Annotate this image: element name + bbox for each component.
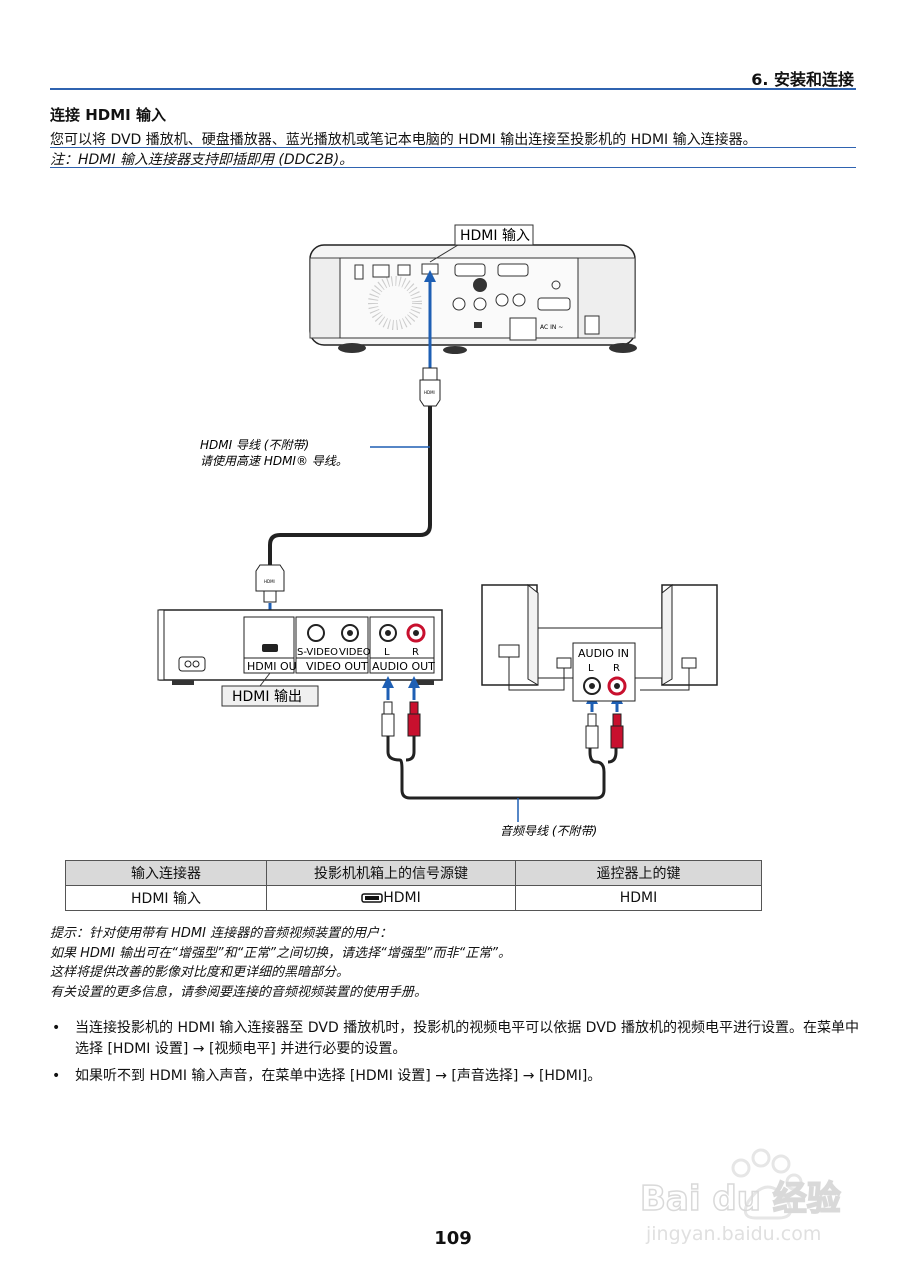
projector: AC IN ~ (309, 244, 637, 354)
hint-line: 如果 HDMI 输出可在“增强型”和“正常”之间切换，请选择“增强型”而非“正常… (50, 945, 511, 961)
watermark-brand: Bai du 经验 (640, 1179, 841, 1219)
port-video: VIDEO (339, 647, 371, 658)
baidu-watermark: Bai du 经验 jingyan.baidu.com (639, 1148, 841, 1245)
audio-cable (381, 701, 624, 822)
projector-arrow (424, 270, 436, 368)
port-r: R (412, 647, 419, 658)
hint-line: 这样将提供改善的影像对比度和更详细的黑暗部分。 (50, 965, 350, 980)
hdmi-out-callout: HDMI 输出 (221, 672, 319, 707)
port-l: L (384, 647, 390, 658)
port-svideo: S-VIDEO (297, 647, 338, 658)
page-number: 109 (434, 1228, 472, 1249)
intro-text: 您可以将 DVD 播放机、硬盘播放器、蓝光播放机或笔记本电脑的 HDMI 输出连… (50, 132, 757, 148)
table-cell: HDMI (515, 885, 762, 911)
dvd-audio-arrows (382, 676, 420, 700)
note-text: 注：HDMI 输入连接器支持即插即用 (DDC2B)。 (50, 152, 354, 168)
bullet-item: • 当连接投影机的 HDMI 输入连接器至 DVD 播放机时，投影机的视频电平可… (50, 1018, 860, 1060)
bullet-text: 当连接投影机的 HDMI 输入连接器至 DVD 播放机时，投影机的视频电平可以依… (75, 1020, 859, 1057)
table-cell-source-key: HDMI (266, 885, 516, 911)
bullet-dot: • (52, 1068, 61, 1084)
intro-underline (50, 147, 856, 148)
bullet-item: • 如果听不到 HDMI 输入声音，在菜单中选择 [HDMI 设置] → [声音… (50, 1066, 860, 1087)
hdmi-port-icon (361, 893, 383, 903)
port-video-out: VIDEO OUT (306, 660, 368, 673)
header-rule (50, 88, 856, 90)
table-row: HDMI 输入 HDMI HDMI (65, 885, 762, 911)
connection-diagram: AC IN ~ HDMI 输入 HDMI HDMI HDMI 导线 (不附带) … (157, 224, 718, 838)
chapter-title: 6. 安装和连接 (751, 70, 854, 89)
watermark-url: jingyan.baidu.com (645, 1223, 821, 1245)
bullet-text: 如果听不到 HDMI 输入声音，在菜单中选择 [HDMI 设置] → [声音选择… (75, 1068, 602, 1084)
table-header-cell: 遥控器上的键 (515, 860, 762, 886)
hdmi-in-label: HDMI 输入 (460, 228, 530, 244)
table-cell: HDMI 输入 (65, 885, 267, 911)
dvd-player: HDMI OUT S-VIDEO VIDEO VIDEO OUT L R AUD… (157, 609, 443, 685)
bullet-list: • 当连接投影机的 HDMI 输入连接器至 DVD 播放机时，投影机的视频电平可… (50, 1018, 860, 1093)
key-table: 输入连接器 投影机机箱上的信号源键 遥控器上的键 HDMI 输入 HDMI HD… (65, 860, 762, 911)
power-label: AC IN ~ (540, 324, 563, 331)
hdmi-cable-label-2: 请使用高速 HDMI® 导线。 (200, 454, 348, 468)
hint-line: 提示：针对使用带有 HDMI 连接器的音频视频装置的用户： (50, 926, 393, 941)
audio-cable-label: 音频导线 (不附带) (500, 824, 597, 838)
hdmi-in-callout: HDMI 输入 (429, 224, 534, 263)
port-in-l: L (588, 663, 594, 674)
table-header-cell: 输入连接器 (65, 860, 267, 886)
hint-line: 有关设置的更多信息，请参阅要连接的音频视频装置的使用手册。 (50, 984, 428, 1000)
table-cell: HDMI (383, 890, 421, 906)
hdmi-cable: HDMI HDMI (255, 367, 441, 603)
bullet-dot: • (52, 1020, 61, 1036)
hdmi-cable-label-1: HDMI 导线 (不附带) (200, 438, 309, 452)
section-title: 连接 HDMI 输入 (50, 106, 166, 124)
speaker-system: AUDIO IN L R (481, 583, 718, 702)
plug-text-top: HDMI (424, 390, 435, 395)
port-audio-out: AUDIO OUT (372, 660, 435, 673)
table-header-row: 输入连接器 投影机机箱上的信号源键 遥控器上的键 (65, 860, 762, 886)
hint-block: 提示：针对使用带有 HDMI 连接器的音频视频装置的用户： 如果 HDMI 输出… (50, 924, 511, 1002)
note-underline (50, 167, 856, 168)
port-in-r: R (613, 663, 620, 674)
table-header-cell: 投影机机箱上的信号源键 (266, 860, 516, 886)
port-hdmi-out: HDMI OUT (247, 660, 304, 673)
plug-text-bottom: HDMI (264, 579, 275, 584)
port-audio-in: AUDIO IN (578, 647, 629, 660)
hdmi-out-label: HDMI 输出 (232, 689, 302, 705)
